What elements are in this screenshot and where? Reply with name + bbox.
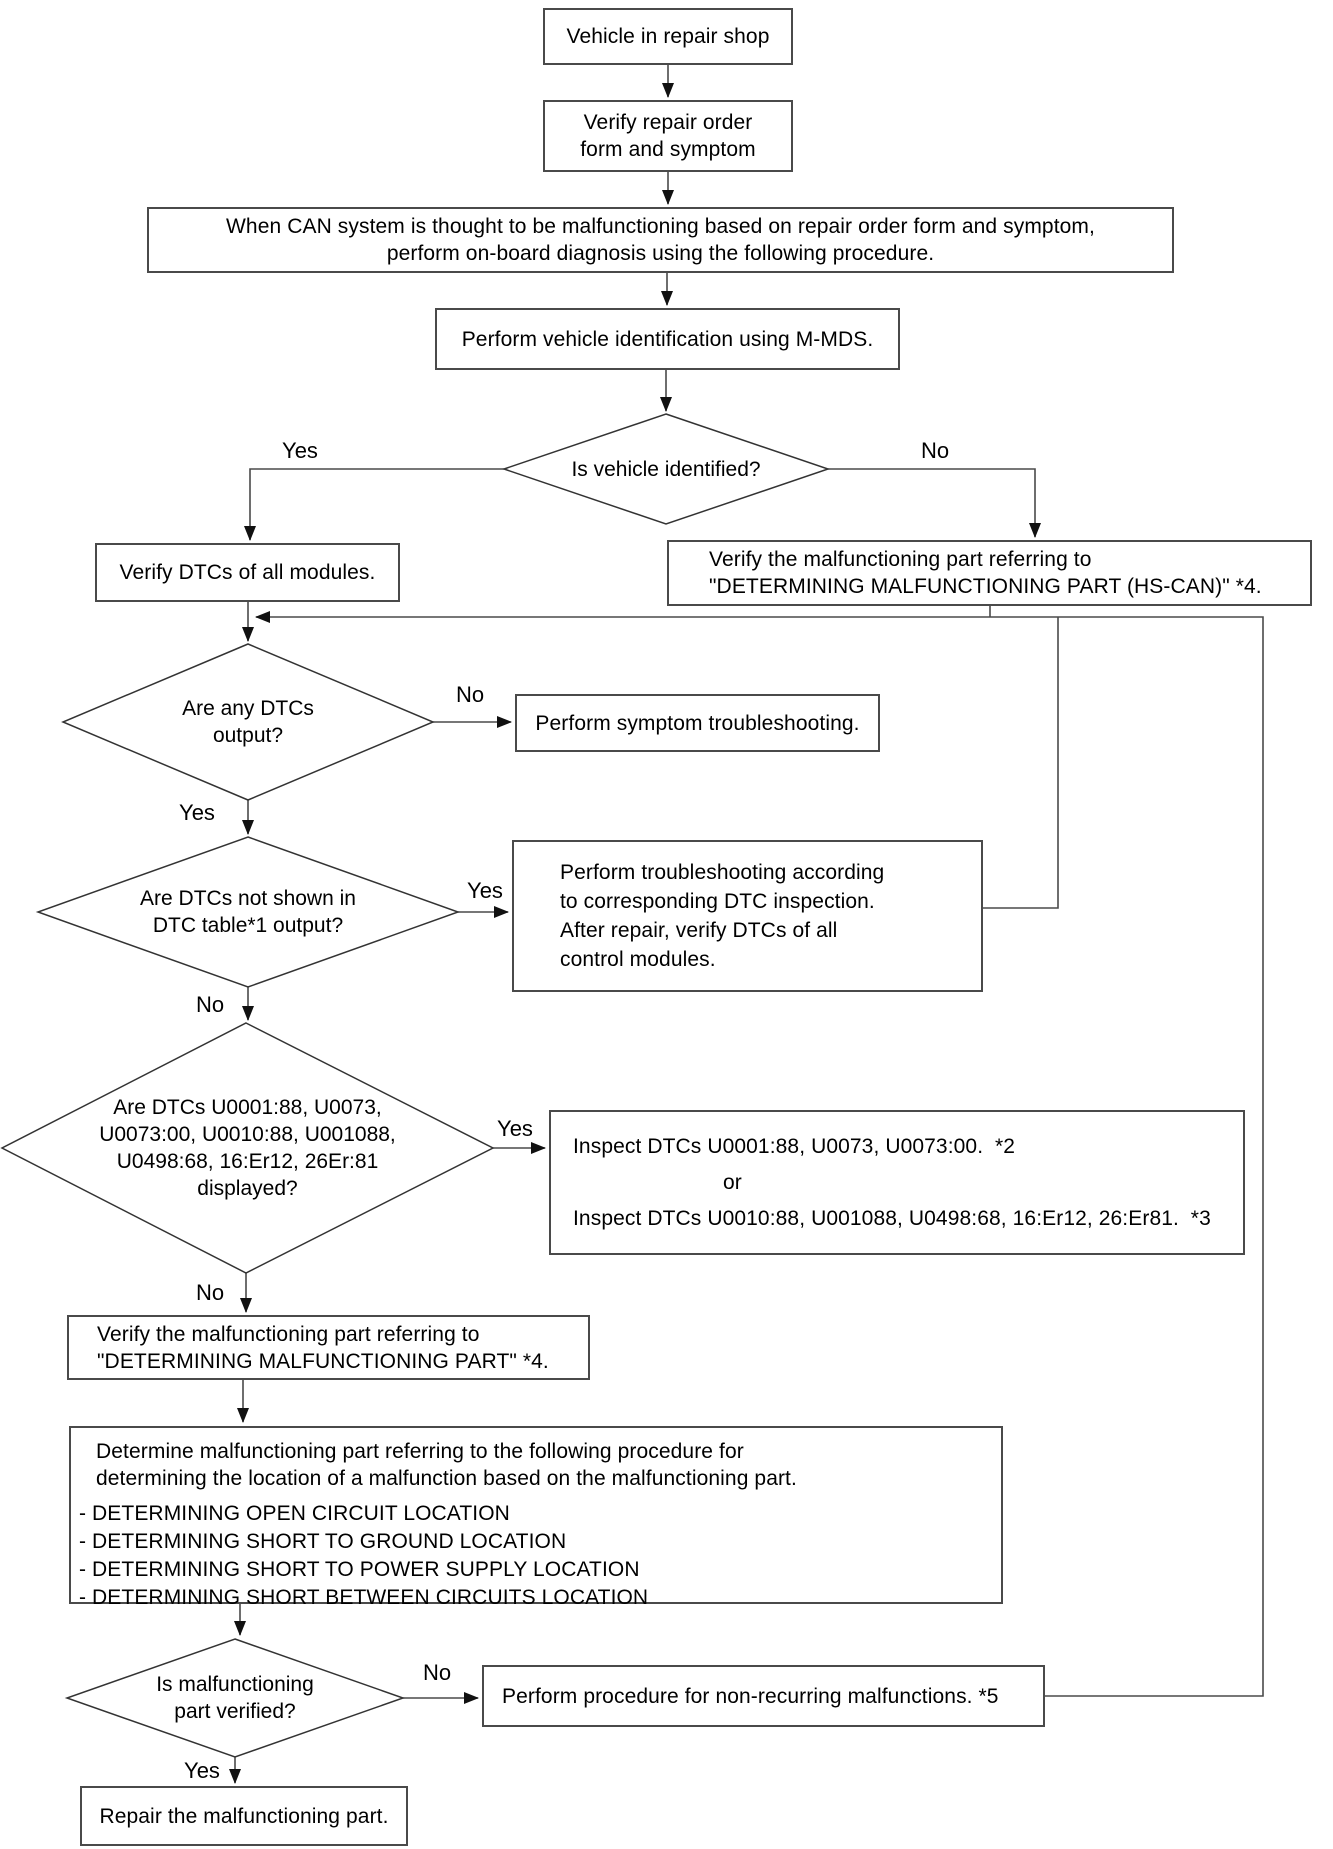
process-verify-part-hs-can: Verify the malfunctioning part referring… [667, 540, 1312, 606]
process-repair-part: Repair the malfunctioning part. [80, 1786, 408, 1846]
process-symptom-troubleshooting-text: Perform symptom troubleshooting. [535, 711, 860, 735]
process-can-note: When CAN system is thought to be malfunc… [147, 207, 1174, 273]
process-non-recurring: Perform procedure for non-recurring malf… [482, 1665, 1045, 1727]
label-d1-no: No [920, 438, 950, 463]
process-inspect-dtcs: Inspect DTCs U0001:88, U0073, U0073:00. … [549, 1110, 1245, 1255]
terminator-vehicle-in-shop: Vehicle in repair shop [543, 8, 793, 65]
decision-dtc-table-diamond [35, 836, 461, 988]
edge-d1-yes [244, 468, 504, 541]
label-d3-yes: Yes [467, 878, 503, 903]
process-inspect-dtcs-lines: Inspect DTCs U0001:88, U0073, U0073:00. … [573, 1133, 1243, 1232]
process-vehicle-identification-text: Perform vehicle identification using M-M… [461, 327, 874, 351]
process-vehicle-identification: Perform vehicle identification using M-M… [435, 308, 900, 370]
process-repair-part-text: Repair the malfunctioning part. [99, 1804, 389, 1828]
label-d1-yes: Yes [282, 438, 318, 463]
determine-part-item-open-circuit: - DETERMINING OPEN CIRCUIT LOCATION [79, 1502, 510, 1525]
process-verify-part-hs-can-text: Verify the malfunctioning part referring… [709, 548, 1262, 598]
process-verify-dtcs-all-modules: Verify DTCs of all modules. [95, 543, 400, 602]
process-symptom-troubleshooting: Perform symptom troubleshooting. [515, 694, 880, 752]
inspect-dtcs-line2: Inspect DTCs U0010:88, U001088, U0498:68… [573, 1207, 1211, 1230]
decision-dtc-table-text: Are DTCs not shown in DTC table*1 output… [140, 887, 356, 937]
edge-return-nonrecurring [255, 611, 1264, 1697]
label-d2-yes: Yes [179, 800, 215, 825]
label-d5-no: No [422, 1660, 452, 1685]
determine-part-intro: Determine malfunctioning part referring … [96, 1440, 797, 1490]
process-verify-part-text: Verify the malfunctioning part referring… [97, 1322, 549, 1373]
edge-d1-no [828, 468, 1041, 538]
label-d4-no: No [195, 1280, 225, 1305]
label-d2-no: No [455, 682, 485, 707]
label-d4-yes: Yes [497, 1116, 533, 1141]
inspect-dtcs-or-label: or [723, 1171, 742, 1194]
decision-part-verified-text: Is malfunctioning part verified? [156, 1673, 314, 1723]
process-determine-part-lines: Determine malfunctioning part referring … [79, 1428, 1001, 1612]
decision-specific-dtcs-diamond [0, 1022, 495, 1274]
determine-part-item-short-power: - DETERMINING SHORT TO POWER SUPPLY LOCA… [79, 1558, 640, 1581]
decision-vehicle-identified-text: Is vehicle identified? [571, 457, 761, 481]
process-verify-part: Verify the malfunctioning part referring… [67, 1315, 590, 1380]
inspect-dtcs-line1: Inspect DTCs U0001:88, U0073, U0073:00. … [573, 1135, 1016, 1158]
decision-vehicle-identified-diamond [501, 413, 831, 525]
decision-specific-dtcs-text: Are DTCs U0001:88, U0073, U0073:00, U001… [99, 1096, 396, 1200]
label-d5-yes: Yes [184, 1758, 220, 1783]
label-d3-no: No [195, 992, 225, 1017]
process-determine-part: Determine malfunctioning part referring … [69, 1426, 1003, 1609]
process-non-recurring-text: Perform procedure for non-recurring malf… [502, 1684, 999, 1708]
process-can-note-text: When CAN system is thought to be malfunc… [226, 215, 1095, 265]
process-verify-repair-order-text: Verify repair order form and symptom [580, 111, 756, 161]
determine-part-item-short-ground: - DETERMINING SHORT TO GROUND LOCATION [79, 1530, 567, 1553]
edge-return-dtc-inspection [983, 617, 1059, 909]
decision-any-dtcs-diamond [61, 643, 435, 801]
process-verify-repair-order: Verify repair order form and symptom [543, 100, 793, 172]
process-dtc-inspection-text: Perform troubleshooting according to cor… [560, 861, 885, 971]
terminator-vehicle-in-shop-text: Vehicle in repair shop [566, 25, 770, 48]
decision-part-verified-diamond [64, 1638, 406, 1758]
decision-any-dtcs-text: Are any DTCs output? [182, 697, 314, 747]
process-dtc-inspection: Perform troubleshooting according to cor… [512, 840, 983, 992]
determine-part-item-short-between: - DETERMINING SHORT BETWEEN CIRCUITS LOC… [79, 1586, 649, 1609]
process-verify-dtcs-all-modules-text: Verify DTCs of all modules. [119, 561, 376, 584]
